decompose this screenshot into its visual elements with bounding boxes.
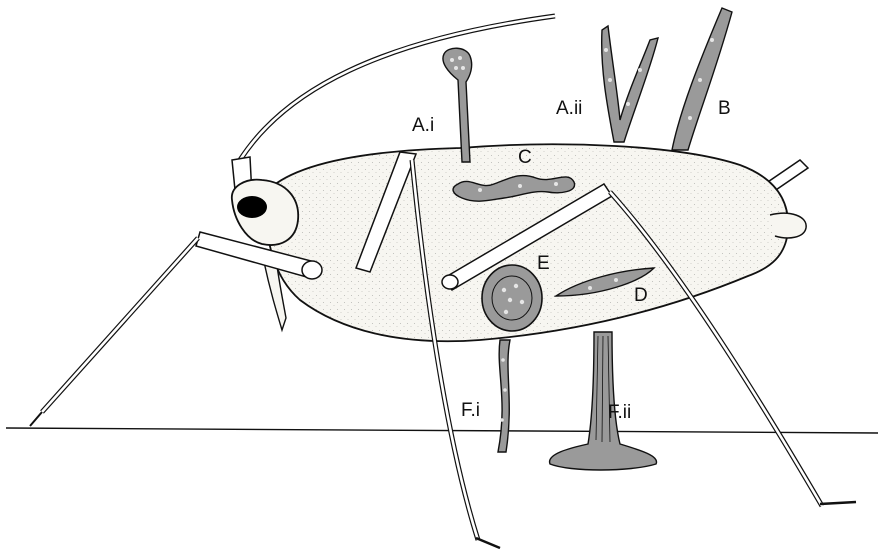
label-c: C [518,148,532,167]
label-a-ii: A.ii [556,99,582,118]
ground-line [6,428,878,433]
label-f-ii: F.ii [608,403,631,422]
fore-leg [30,232,322,426]
antenna [240,16,555,160]
structure-a-i [443,48,472,162]
structure-e [482,265,542,331]
structure-f-ii [550,332,657,470]
label-d: D [634,286,648,305]
label-b: B [718,99,731,118]
cauda [770,213,806,238]
structure-b [672,8,732,150]
label-a-i: A.i [412,116,434,135]
structure-a-ii [602,26,658,142]
compound-eye [237,196,267,218]
label-e: E [537,254,550,273]
structure-f-i [498,340,510,452]
label-f-i: F.i [461,401,480,420]
